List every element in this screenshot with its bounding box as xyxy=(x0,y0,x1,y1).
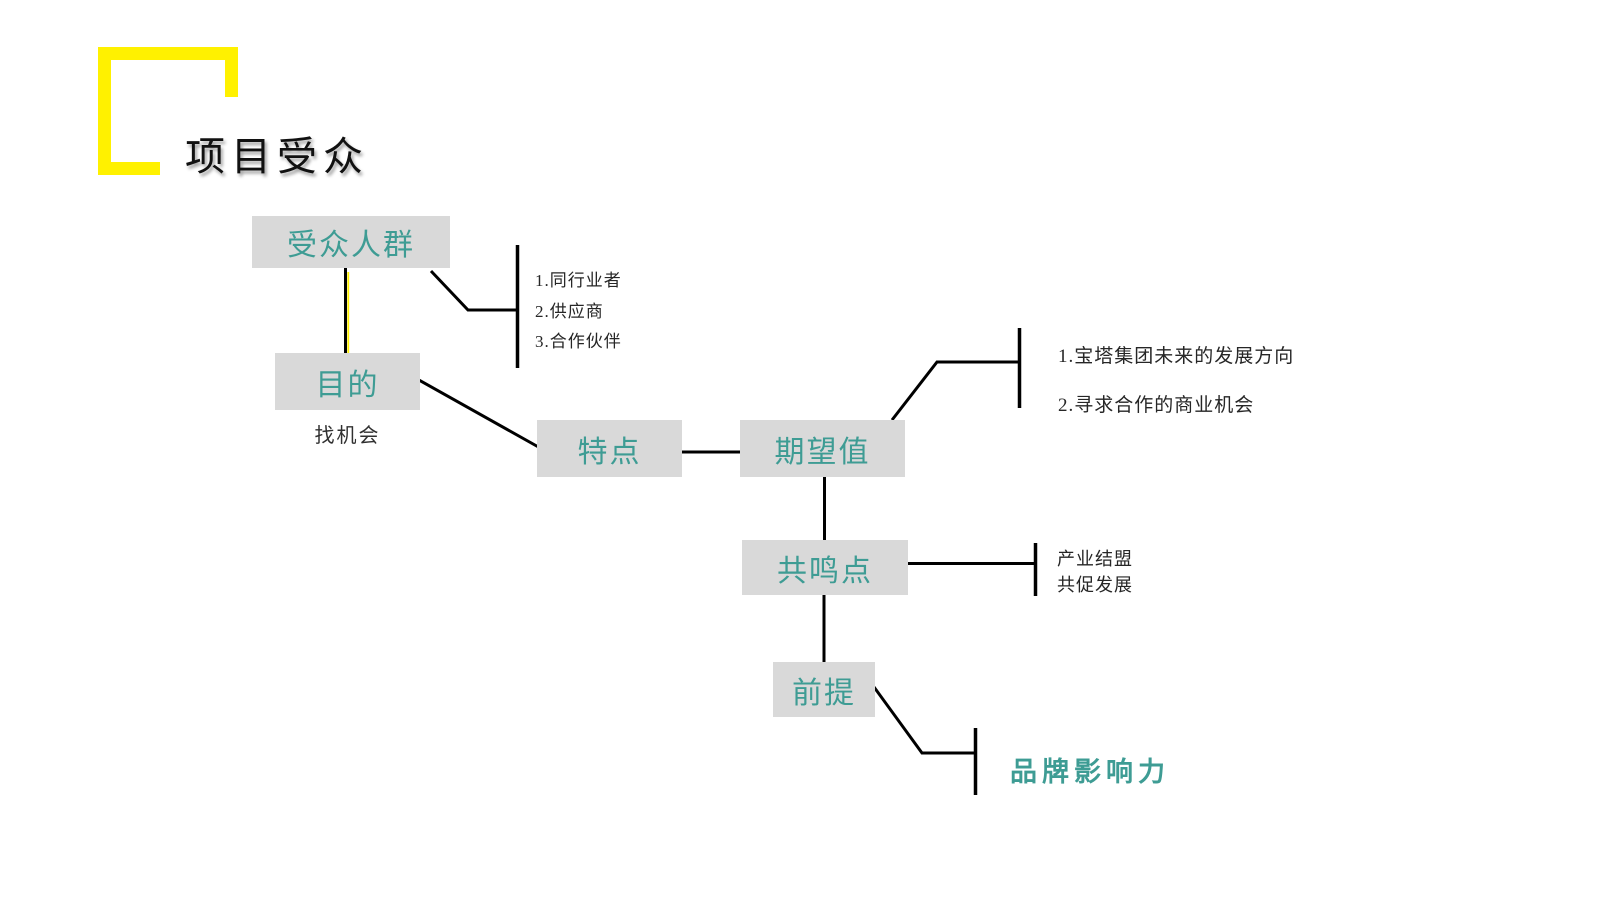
connector-premise-brand xyxy=(872,686,974,755)
yellow-bracket-right xyxy=(225,47,238,97)
node-premise[interactable]: 前提 xyxy=(773,662,875,717)
node-audience[interactable]: 受众人群 xyxy=(252,216,450,268)
node-feature[interactable]: 特点 xyxy=(537,420,682,477)
node-purpose[interactable]: 目的 xyxy=(275,353,420,410)
node-resonance-label: 共鸣点 xyxy=(777,554,873,588)
resonance-annotation-item: 产业结盟 xyxy=(1057,549,1133,569)
connector-audience-list xyxy=(429,269,517,312)
node-expectation-label: 期望值 xyxy=(774,435,871,469)
node-audience-label: 受众人群 xyxy=(287,229,415,262)
audience-annotation-list[interactable]: 1.同行业者 2.供应商 3.合作伙伴 xyxy=(535,266,622,358)
resonance-annotation-list[interactable]: 产业结盟 共促发展 xyxy=(1057,546,1133,598)
node-resonance[interactable]: 共鸣点 xyxy=(742,540,908,595)
connector-expectation-list xyxy=(890,360,1018,421)
expectation-annotation-item[interactable]: 1.宝塔集团未来的发展方向 xyxy=(1058,346,1295,367)
node-expectation[interactable]: 期望值 xyxy=(740,420,905,477)
purpose-note[interactable]: 找机会 xyxy=(314,425,381,447)
yellow-bracket-left xyxy=(98,47,111,175)
slide-title[interactable]: 项目受众 xyxy=(185,134,369,179)
yellow-bracket-top xyxy=(98,47,238,60)
audience-annotation-item: 2.供应商 xyxy=(535,301,604,321)
node-feature-label: 特点 xyxy=(577,435,642,469)
audience-annotation-item: 1.同行业者 xyxy=(535,271,622,290)
yellow-bracket-bottom xyxy=(98,162,160,175)
audience-annotation-item: 3.合作伙伴 xyxy=(535,332,622,351)
node-premise-label: 前提 xyxy=(792,676,856,710)
resonance-annotation-item: 共促发展 xyxy=(1057,575,1133,595)
brand-influence-note[interactable]: 品牌影响力 xyxy=(1010,757,1170,787)
node-purpose-label: 目的 xyxy=(315,368,380,402)
connector-purpose-feature xyxy=(409,373,543,451)
expectation-annotation-item[interactable]: 2.寻求合作的商业机会 xyxy=(1058,395,1255,416)
